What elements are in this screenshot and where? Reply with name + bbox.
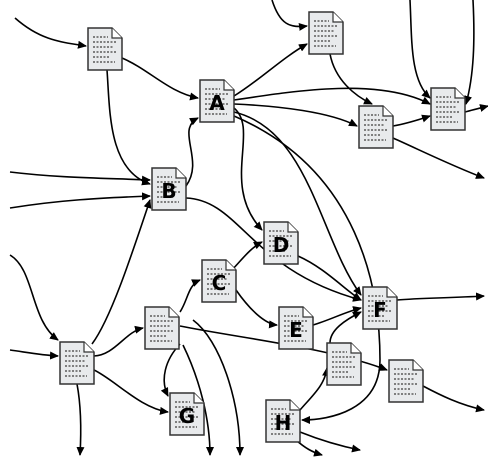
edge-arrow-u4-to-u3 (392, 114, 431, 127)
document-icon (59, 341, 95, 385)
document-icon (326, 342, 362, 386)
document-node (87, 27, 123, 71)
edge-arrow-u6-to-G (160, 343, 181, 397)
document-node-c: C (201, 259, 237, 303)
node-label-g: G (179, 404, 195, 428)
edge-arrow-A-to-F (233, 111, 362, 296)
edge-arrow-E-to-F (312, 306, 362, 326)
edge-arrow-u5-to-u6 (93, 325, 144, 357)
edge-arrow-C-to-D (229, 241, 263, 273)
edge-arrow-D-to-F (297, 255, 362, 301)
document-icon (87, 27, 123, 71)
edge-arrow-out6 (396, 292, 485, 301)
edge-arrow-u1-to-A (121, 57, 199, 101)
node-label-c: C (212, 271, 227, 295)
edge-arrow-u6-to-C (179, 279, 201, 313)
node-label-b: B (161, 179, 176, 203)
document-node (388, 359, 424, 403)
edge-arrow-out7 (422, 385, 485, 413)
document-icon (308, 11, 344, 55)
edge-arrow-out1 (76, 383, 85, 456)
edge-arrow-in4 (9, 254, 59, 341)
document-node (144, 306, 180, 350)
node-label-h: H (275, 411, 292, 435)
document-node-g: G (169, 392, 205, 436)
node-label-f: F (373, 298, 387, 322)
document-node-b: B (151, 167, 187, 211)
edge-arrow-u2-to-u4 (329, 53, 373, 105)
document-node-e: E (278, 306, 314, 350)
document-icon (388, 359, 424, 403)
edge-arrow-in8 (464, 0, 475, 105)
document-node (326, 342, 362, 386)
edge-arrow-out4 (464, 104, 488, 113)
edge-arrow-in2 (9, 171, 151, 184)
edge-arrow-B-to-A (185, 117, 199, 187)
edge-arrow-H-to-u7 (299, 367, 331, 411)
edge-arrow-in7 (409, 0, 431, 99)
edge-arrow-in5 (9, 349, 59, 360)
edge-arrow-A-to-u3 (233, 87, 431, 105)
document-icon (430, 87, 466, 131)
document-node-h: H (265, 399, 301, 443)
edge-arrow-A-to-u2 (233, 43, 308, 97)
document-node-a: A (199, 79, 235, 123)
node-label-a: A (209, 91, 225, 115)
edge-arrow-u5-to-B (91, 199, 152, 345)
edge-arrow-A-to-D (233, 107, 263, 231)
document-node-d: D (263, 221, 299, 265)
document-node (430, 87, 466, 131)
edge-arrow-in3 (9, 192, 151, 209)
edge-arrow-out2 (182, 344, 214, 456)
node-label-e: E (289, 318, 303, 342)
document-icon (358, 105, 394, 149)
edge-arrow-B-to-F (185, 197, 362, 302)
edge-arrow-in6 (271, 0, 308, 31)
node-label-d: D (273, 233, 290, 257)
node-layer: A B C D E F G H (59, 11, 466, 443)
edge-arrow-out5 (392, 137, 485, 179)
edge-arrow-A-to-H (233, 115, 381, 424)
edge-arrow-C-to-E (235, 289, 278, 329)
document-node (358, 105, 394, 149)
edge-arrow-out8 (299, 431, 361, 453)
document-node (59, 341, 95, 385)
edge-arrow-u1-to-B (106, 69, 151, 186)
edge-arrow-out3 (192, 319, 244, 456)
document-node-f: F (362, 286, 398, 330)
edge-arrow-A-to-u4 (233, 103, 358, 127)
edge-layer (9, 0, 488, 457)
edge-arrow-u7-to-F (329, 311, 362, 344)
document-icon (144, 306, 180, 350)
document-node (308, 11, 344, 55)
edge-arrow-in1 (14, 17, 87, 49)
edge-arrow-u5-to-G (93, 369, 169, 415)
